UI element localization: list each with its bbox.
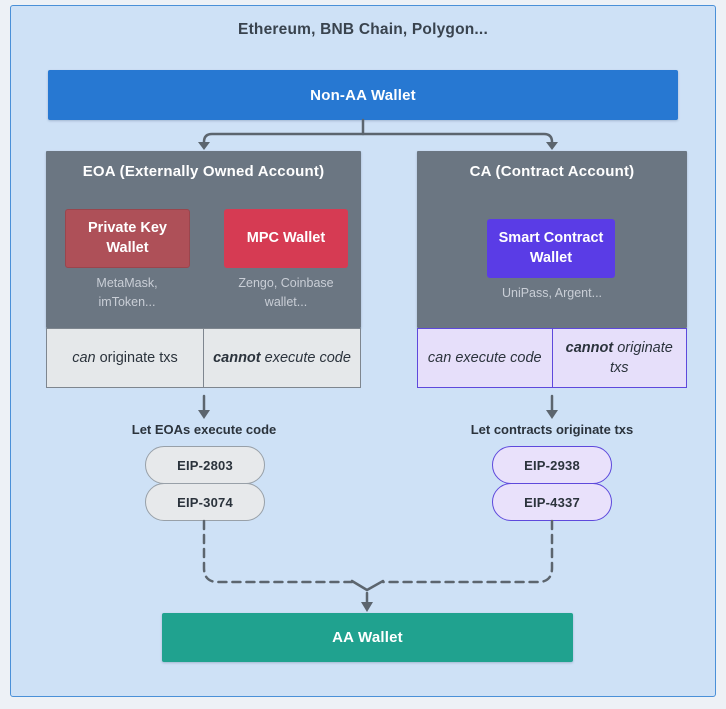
ca-capability-row: can execute code cannot originate txs	[417, 328, 687, 388]
ca-group-title: CA (Contract Account)	[469, 163, 635, 180]
mpc-wallet-label: MPC Wallet	[246, 229, 326, 246]
eip-4337-pill: EIP-4337	[492, 483, 612, 521]
eoa-group-box: EOA (Externally Owned Account) Private K…	[46, 151, 361, 328]
capability-emphasis: cannot	[213, 349, 261, 366]
eoa-capability-row: can originate txs cannot execute code	[46, 328, 361, 388]
mpc-wallet-card: MPC Wallet	[224, 209, 348, 268]
smart-contract-wallet-label: Smart Contract Wallet	[498, 229, 604, 266]
private-key-wallet-card: Private Key Wallet	[65, 209, 190, 268]
eip-2803-pill: EIP-2803	[145, 446, 265, 484]
eoa-bridge-label: Let EOAs execute code	[131, 422, 277, 437]
private-key-wallet-examples: MetaMask, imToken...	[96, 276, 158, 309]
capability-rest: execute code	[260, 349, 351, 366]
eip-2803-label: EIP-2803	[177, 457, 233, 473]
eoa-capability-cannot-execute: cannot execute code	[204, 328, 361, 388]
eip-4337-label: EIP-4337	[524, 494, 580, 510]
eip-3074-pill: EIP-3074	[145, 483, 265, 521]
eip-2938-label: EIP-2938	[524, 457, 580, 473]
capability-emphasis: can execute code	[427, 349, 542, 366]
smart-contract-wallet-examples: UniPass, Argent...	[501, 286, 603, 300]
aa-wallet-bar: AA Wallet	[162, 613, 573, 662]
ca-capability-can-execute: can execute code	[417, 328, 553, 388]
eoa-capability-can-originate: can originate txs	[46, 328, 204, 388]
capability-emphasis: can	[72, 349, 96, 366]
eoa-group-title: EOA (Externally Owned Account)	[82, 163, 325, 180]
ca-bridge-label: Let contracts originate txs	[470, 422, 634, 437]
ca-group-box: CA (Contract Account) Smart Contract Wal…	[417, 151, 687, 328]
smart-contract-wallet-card: Smart Contract Wallet	[487, 219, 615, 278]
aa-wallet-label: AA Wallet	[332, 629, 403, 646]
capability-rest: originate txs	[609, 339, 673, 376]
eip-3074-label: EIP-3074	[177, 494, 233, 510]
non-aa-wallet-label: Non-AA Wallet	[310, 86, 416, 104]
page-title: Ethereum, BNB Chain, Polygon...	[238, 21, 488, 38]
mpc-wallet-examples: Zengo, Coinbase wallet...	[238, 276, 334, 309]
capability-emphasis: cannot	[565, 339, 614, 356]
capability-rest: originate txs	[95, 349, 178, 366]
eip-2938-pill: EIP-2938	[492, 446, 612, 484]
private-key-wallet-label: Private Key Wallet	[88, 219, 167, 256]
non-aa-wallet-bar: Non-AA Wallet	[48, 70, 678, 120]
ca-capability-cannot-originate: cannot originate txs	[552, 328, 687, 388]
